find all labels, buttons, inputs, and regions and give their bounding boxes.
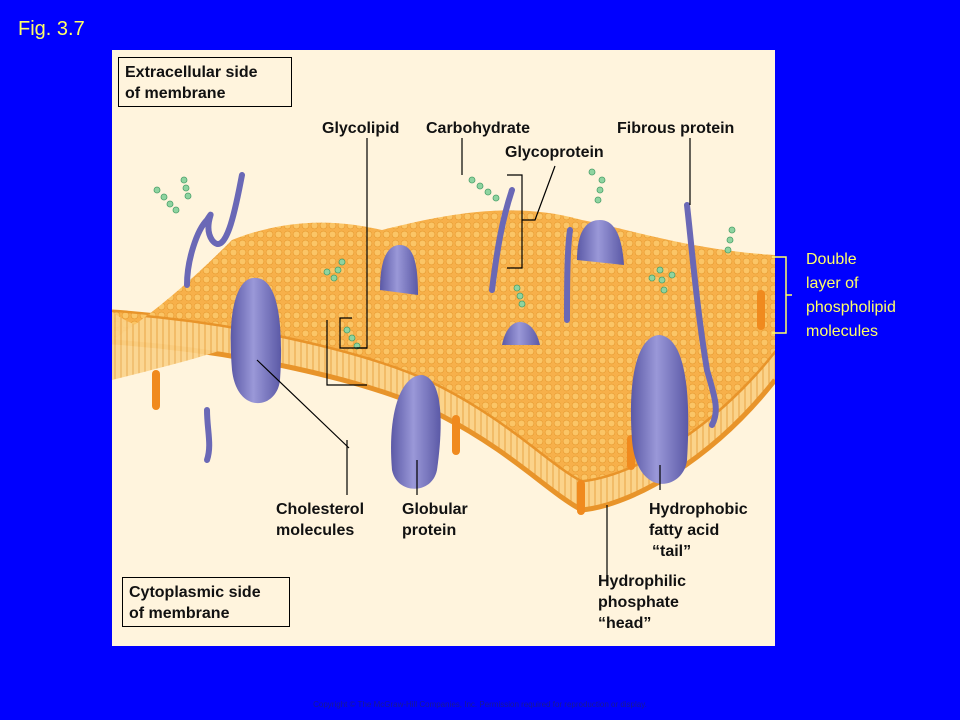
extracellular-label: Extracellular side of membrane — [118, 57, 292, 107]
copyright-notice: Copyright © The McGraw-Hill Companies, I… — [313, 700, 647, 709]
carbohydrate-chains — [153, 168, 736, 350]
protein-globular-front — [391, 375, 441, 489]
protein-back-right — [577, 220, 624, 265]
hydrophilic-label: Hydrophilic phosphate “head” — [598, 573, 687, 632]
double-layer-bracket — [772, 256, 792, 334]
globular-proteins — [230, 220, 689, 489]
carbohydrate-label: Carbohydrate — [426, 120, 531, 137]
membrane-upper-surface — [112, 210, 775, 480]
diagram-panel: Extracellular side of membrane Cytoplasm… — [112, 50, 775, 646]
protein-right-large — [630, 335, 689, 484]
hydrophobic-label: Hydrophobic fatty acid “tail” — [649, 501, 748, 560]
glycoprotein-label: Glycoprotein — [505, 144, 604, 161]
protein-left — [230, 277, 282, 404]
protein-mid-top — [380, 245, 418, 295]
glycolipid-label: Glycolipid — [322, 120, 400, 137]
fibrous-left — [184, 172, 245, 288]
figure-label: Fig. 3.7 — [18, 18, 85, 40]
membrane-illustration — [112, 138, 775, 580]
glycoprotein-stalk-2 — [564, 227, 573, 323]
fibrous-proteins — [184, 172, 719, 463]
protein-small — [502, 322, 540, 345]
cytoplasmic-label: Cytoplasmic side of membrane — [122, 577, 290, 627]
glycoprotein-stalk — [489, 187, 515, 293]
double-layer-label: Double layer of phospholipid molecules — [806, 251, 896, 340]
fibrous-protein-label: Fibrous protein — [617, 120, 735, 137]
cholesterol-label: Cholesterol molecules — [276, 501, 365, 539]
fibrous-right — [684, 202, 719, 428]
globular-protein-label: Globular protein — [402, 501, 468, 539]
leader-lines — [256, 138, 691, 580]
fibrous-bottom — [204, 407, 213, 463]
